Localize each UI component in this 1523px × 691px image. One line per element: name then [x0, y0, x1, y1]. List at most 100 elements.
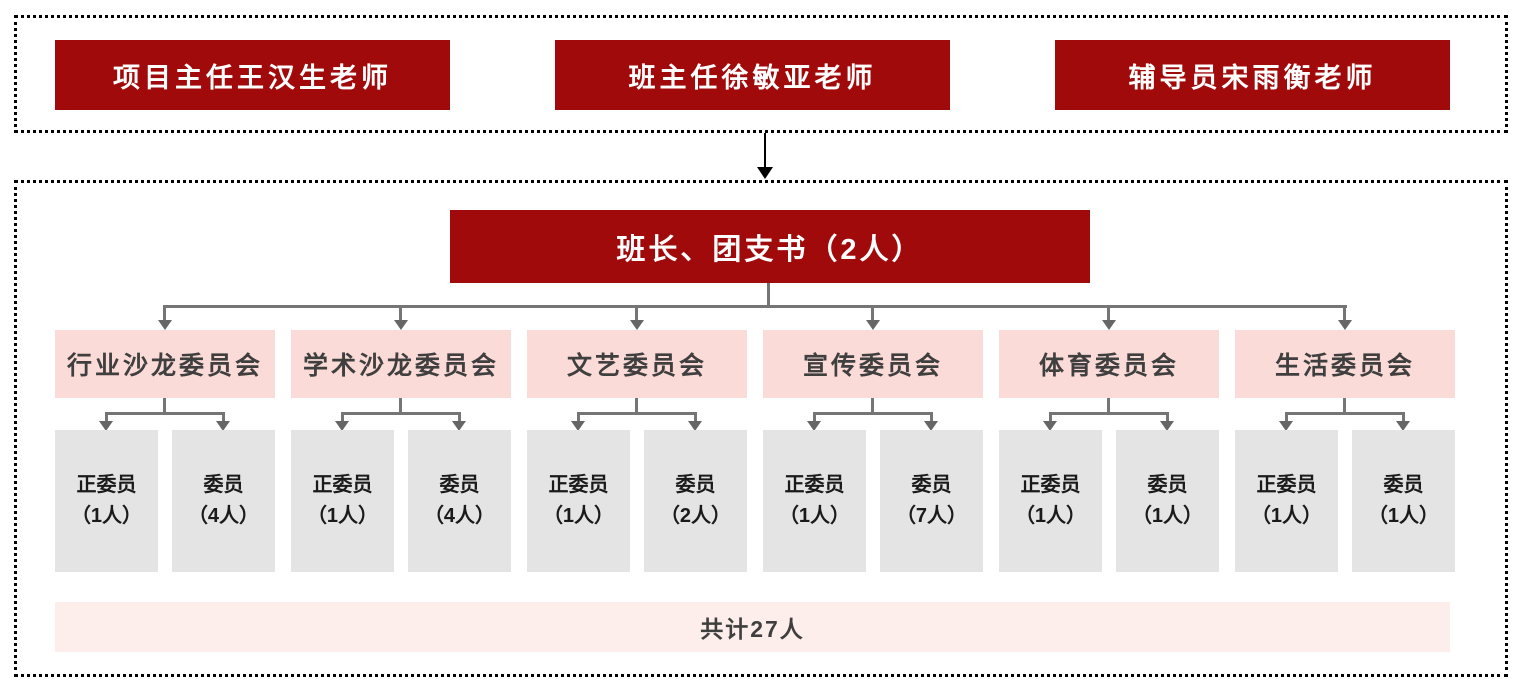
down-arrow-icon	[1279, 421, 1293, 431]
committee-label: 行业沙龙委员会	[66, 352, 263, 380]
down-arrow-icon	[688, 421, 702, 431]
fork-drop-line	[1166, 412, 1169, 423]
fork-drop-line	[105, 412, 108, 423]
fork-drop-line	[1402, 412, 1405, 423]
member-box-chief: 正委员 （1人）	[999, 430, 1102, 572]
member-role: 正委员	[76, 474, 137, 496]
member-role: 正委员	[784, 474, 845, 496]
down-arrow-icon	[1043, 421, 1057, 431]
leader-box: 班长、团支书（2人）	[450, 210, 1090, 283]
member-role: 委员	[1383, 474, 1424, 496]
member-box-members: 委员 （2人）	[644, 430, 747, 572]
down-arrow-icon	[807, 421, 821, 431]
member-box-chief: 正委员 （1人）	[763, 430, 866, 572]
committee-column-publicity: 宣传委员会 正委员 （1人） 委员 （7人）	[763, 330, 983, 573]
committee-label: 文艺委员会	[566, 352, 707, 380]
down-arrow-line	[764, 133, 766, 169]
down-arrow-icon	[757, 167, 773, 179]
committee-column-academic-salon: 学术沙龙委员会 正委员 （1人） 委员 （4人）	[291, 330, 511, 573]
down-arrow-icon	[1338, 320, 1352, 330]
member-role: 委员	[203, 474, 244, 496]
committee-box: 体育委员会	[999, 330, 1219, 398]
member-box-members: 委员 （7人）	[880, 430, 983, 572]
fork-horizontal-line	[1049, 412, 1169, 415]
fork-drop-line	[813, 412, 816, 423]
member-count: （4人）	[187, 505, 260, 527]
member-role: 委员	[439, 474, 480, 496]
member-role: 委员	[1147, 474, 1188, 496]
faculty-dotted-frame	[14, 15, 1508, 133]
fork-horizontal-line	[813, 412, 933, 415]
committee-box: 行业沙龙委员会	[55, 330, 275, 398]
committee-label: 生活委员会	[1274, 352, 1415, 380]
faculty-label: 项目主任王汉生老师	[113, 62, 392, 93]
bus-drop-line	[1107, 305, 1110, 321]
bus-drop-line	[871, 305, 874, 321]
member-box-members: 委员 （1人）	[1116, 430, 1219, 572]
fork-stem-line	[163, 398, 166, 414]
member-count: （1人）	[1250, 505, 1323, 527]
down-arrow-icon	[1396, 421, 1410, 431]
bus-drop-line	[399, 305, 402, 321]
down-arrow-icon	[630, 320, 644, 330]
committee-column-sports: 体育委员会 正委员 （1人） 委员 （1人）	[999, 330, 1219, 573]
down-arrow-icon	[1102, 320, 1116, 330]
down-arrow-icon	[158, 320, 172, 330]
down-arrow-icon	[394, 320, 408, 330]
bus-drop-line	[1343, 305, 1346, 321]
member-role: 委员	[911, 474, 952, 496]
member-box-members: 委员 （4人）	[172, 430, 275, 572]
member-role: 正委员	[1256, 474, 1317, 496]
committee-label: 体育委员会	[1038, 352, 1179, 380]
down-arrow-icon	[924, 421, 938, 431]
member-role: 正委员	[312, 474, 373, 496]
fork-drop-line	[458, 412, 461, 423]
member-role: 委员	[675, 474, 716, 496]
committee-column-arts: 文艺委员会 正委员 （1人） 委员 （2人）	[527, 330, 747, 573]
down-arrow-icon	[571, 421, 585, 431]
member-box-members: 委员 （4人）	[408, 430, 511, 572]
member-count: （1人）	[306, 505, 379, 527]
member-box-chief: 正委员 （1人）	[527, 430, 630, 572]
member-role: 正委员	[1020, 474, 1081, 496]
member-count: （1人）	[1131, 505, 1204, 527]
faculty-box-class-teacher: 班主任徐敏亚老师	[555, 40, 950, 110]
committee-box: 宣传委员会	[763, 330, 983, 398]
total-count-label: 共计27人	[700, 616, 805, 642]
member-box-chief: 正委员 （1人）	[291, 430, 394, 572]
committee-box: 文艺委员会	[527, 330, 747, 398]
fork-drop-line	[341, 412, 344, 423]
class-structure-dotted-frame	[14, 180, 1508, 677]
down-arrow-icon	[1160, 421, 1174, 431]
fork-drop-line	[930, 412, 933, 423]
member-count: （7人）	[895, 505, 968, 527]
member-count: （1人）	[70, 505, 143, 527]
bus-drop-line	[635, 305, 638, 321]
committee-column-industry-salon: 行业沙龙委员会 正委员 （1人） 委员 （4人）	[55, 330, 275, 573]
member-role: 正委员	[548, 474, 609, 496]
fork-drop-line	[577, 412, 580, 423]
fork-horizontal-line	[341, 412, 461, 415]
down-arrow-icon	[452, 421, 466, 431]
down-arrow-icon	[216, 421, 230, 431]
fork-horizontal-line	[105, 412, 225, 415]
member-count: （2人）	[659, 505, 732, 527]
member-count: （4人）	[423, 505, 496, 527]
fork-drop-line	[1285, 412, 1288, 423]
member-count: （1人）	[1367, 505, 1440, 527]
committee-box: 生活委员会	[1235, 330, 1455, 398]
fork-stem-line	[1107, 398, 1110, 414]
fork-drop-line	[694, 412, 697, 423]
member-count: （1人）	[778, 505, 851, 527]
fork-stem-line	[871, 398, 874, 414]
faculty-label: 班主任徐敏亚老师	[628, 62, 877, 93]
member-count: （1人）	[1014, 505, 1087, 527]
fork-stem-line	[1343, 398, 1346, 414]
fork-stem-line	[635, 398, 638, 414]
faculty-box-counselor: 辅导员宋雨衡老师	[1055, 40, 1450, 110]
fork-stem-line	[399, 398, 402, 414]
fork-horizontal-line	[577, 412, 697, 415]
fork-drop-line	[1049, 412, 1052, 423]
fork-horizontal-line	[1285, 412, 1405, 415]
